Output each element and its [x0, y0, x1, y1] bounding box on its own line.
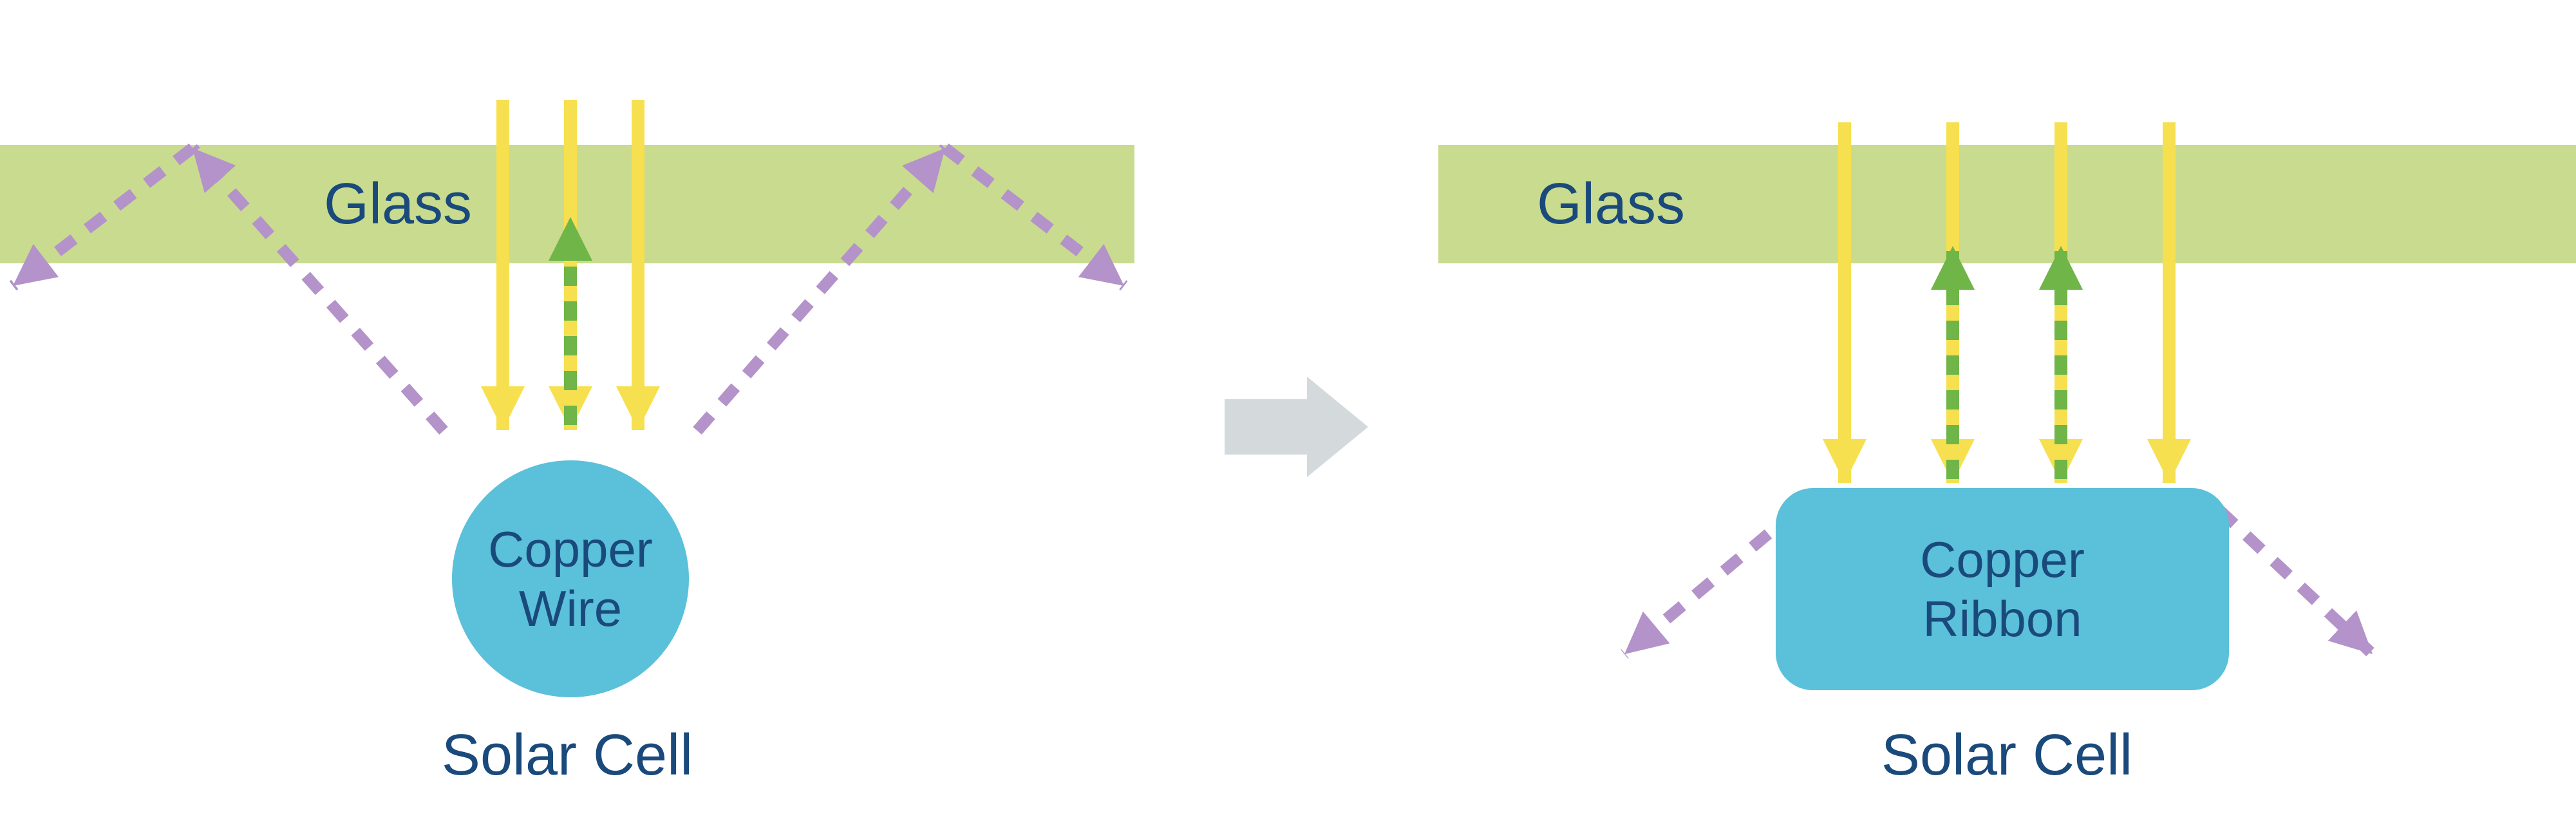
copper-wire-shape	[452, 460, 689, 697]
glass-pane-right	[1438, 145, 2576, 263]
copper-ribbon-shape	[1776, 488, 2229, 690]
copper-wire-label-line1: Copper	[488, 521, 653, 578]
copper-ribbon-label: Copper Ribbon	[1841, 530, 2163, 648]
reflected-light-arrows-right	[1930, 246, 2083, 479]
scattered-light-arrows-right	[1621, 505, 2377, 659]
copper-wire-label: Copper Wire	[442, 520, 699, 638]
scattered-light-arrow-icon	[941, 143, 1128, 291]
scattered-light-arrow-icon	[188, 144, 448, 435]
glass-label-left: Glass	[324, 172, 473, 236]
transition-arrow-icon	[1225, 377, 1368, 477]
scattered-light-arrow-icon	[2215, 505, 2377, 659]
copper-wire-label-line2: Wire	[518, 580, 623, 637]
solar-cell-label-right: Solar Cell	[1881, 723, 2133, 787]
copper-ribbon-label-line1: Copper	[1920, 531, 2085, 588]
scattered-light-arrow-icon	[693, 144, 950, 435]
scattered-light-arrow-icon	[1621, 505, 1801, 659]
copper-ribbon-label-line2: Ribbon	[1923, 590, 2082, 647]
solar-cell-label-left: Solar Cell	[441, 723, 693, 787]
scattered-light-arrow-icon	[9, 143, 196, 291]
scattered-light-arrows-left	[9, 143, 1128, 435]
glass-label-right: Glass	[1537, 172, 1686, 236]
